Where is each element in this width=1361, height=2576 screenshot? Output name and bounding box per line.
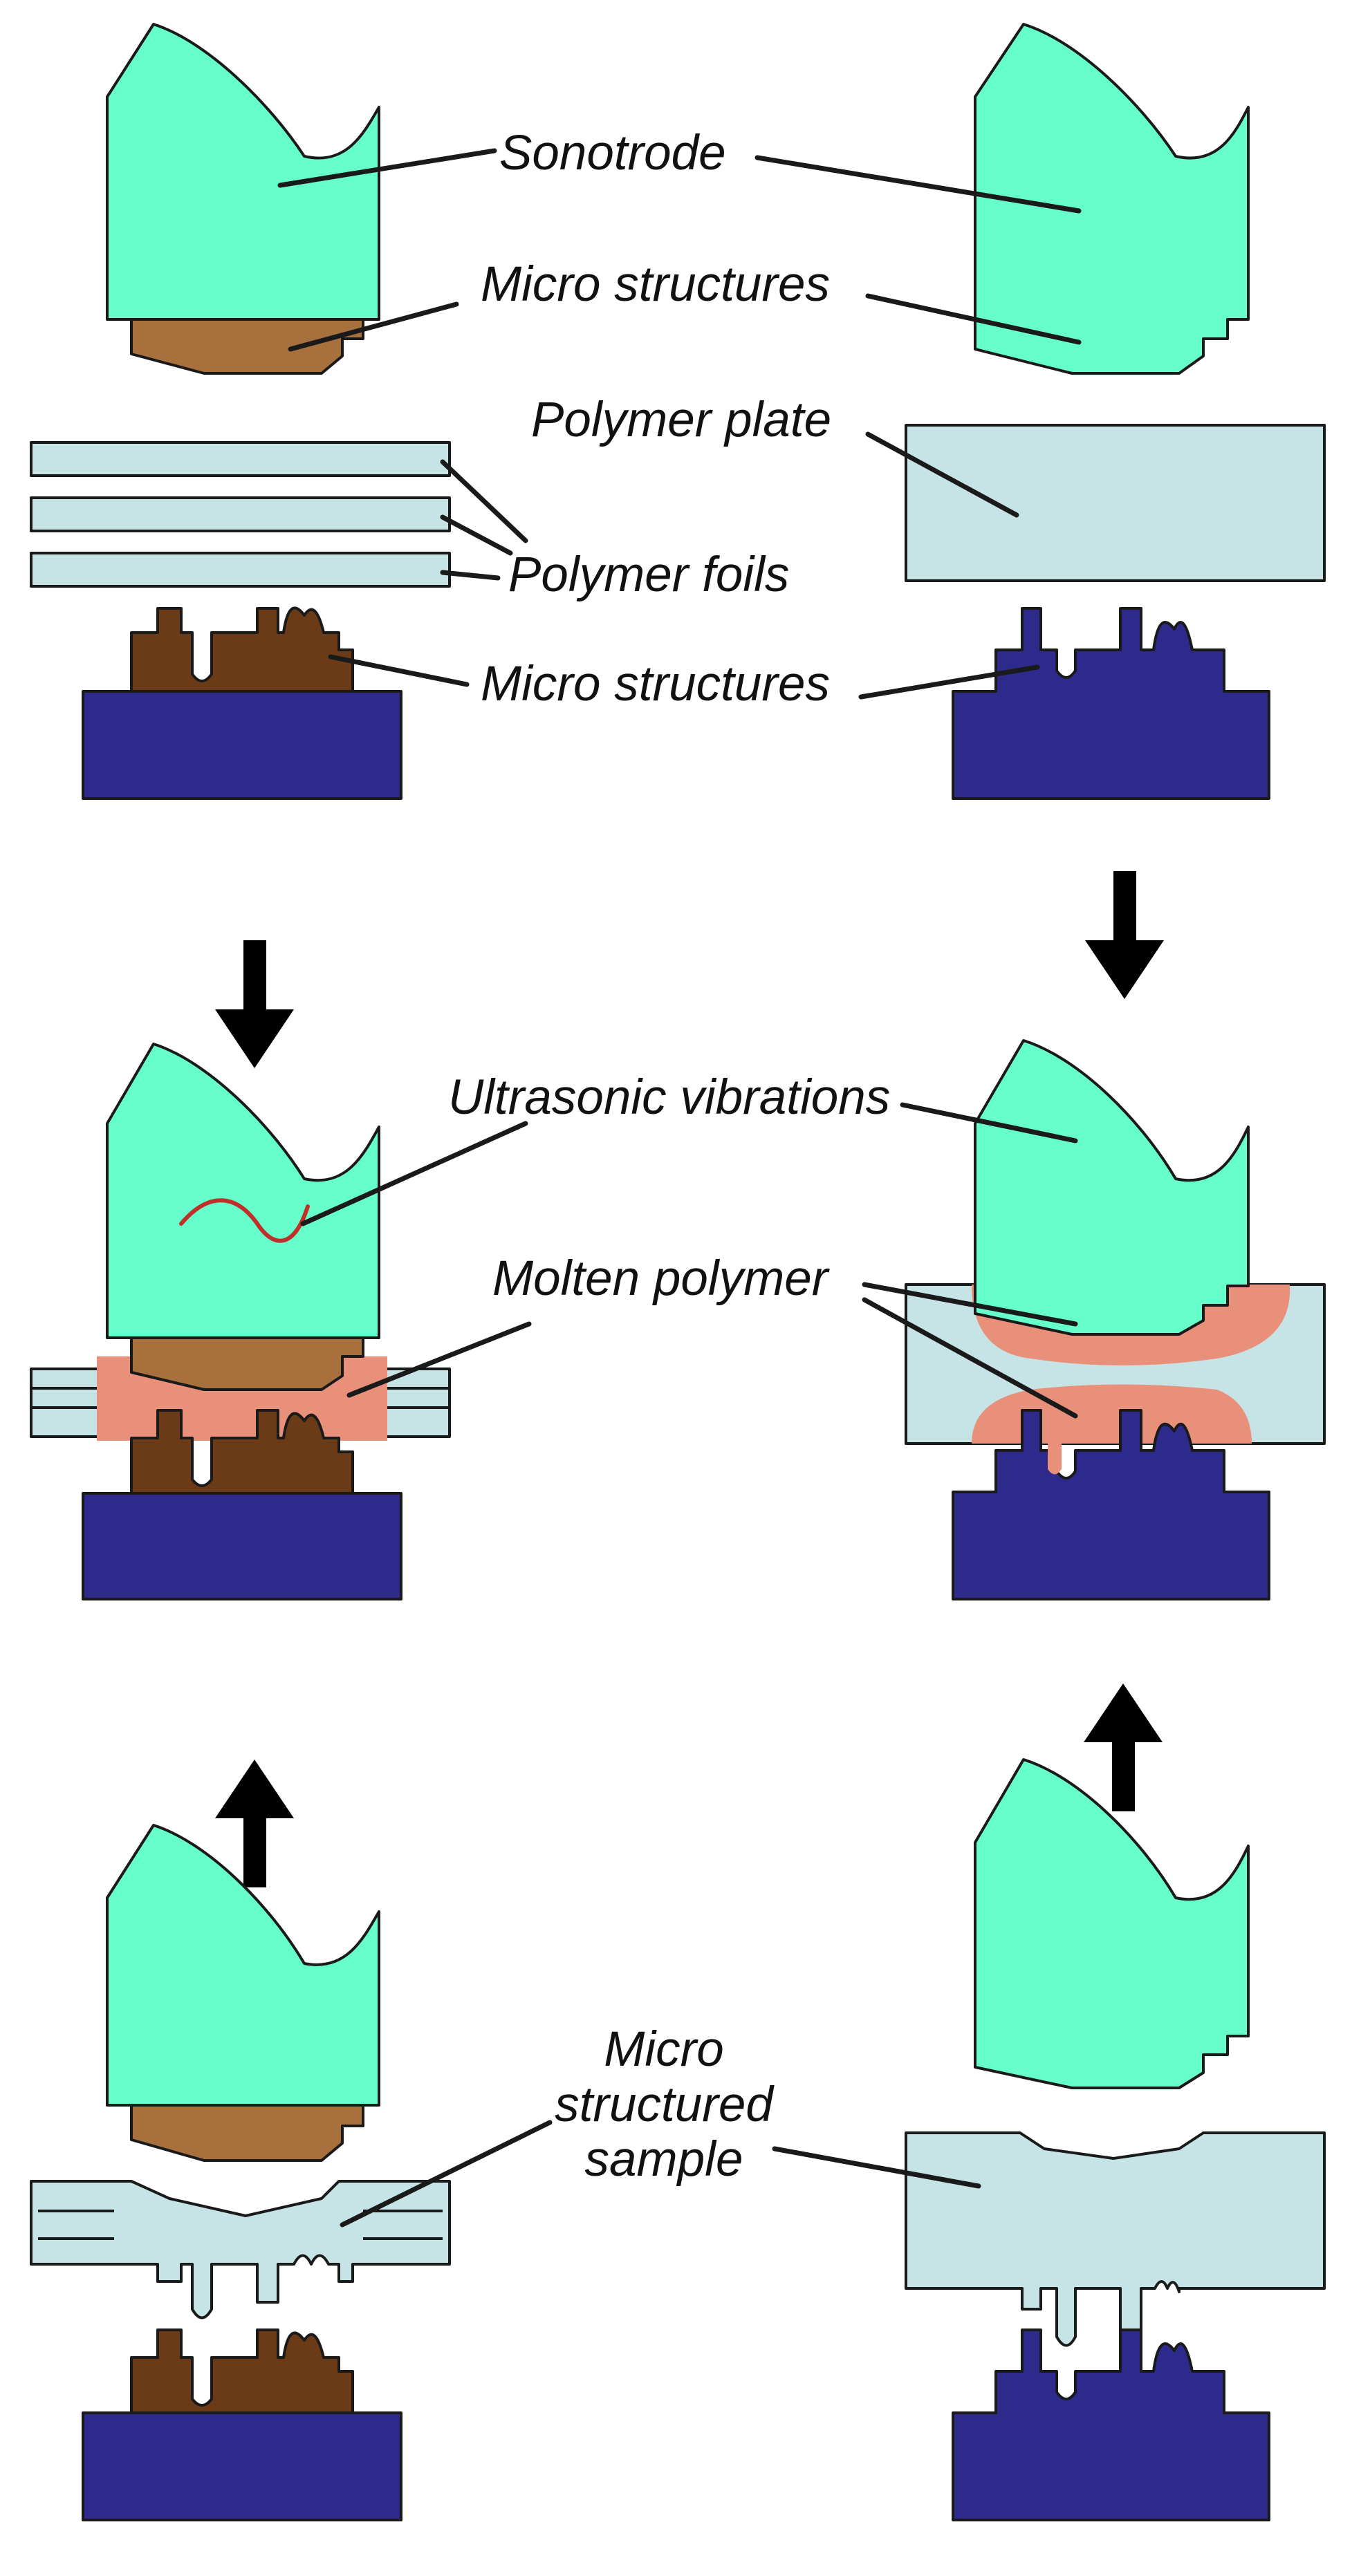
micro-structure-insert-top [130,1336,364,1391]
leader-sample-left [340,2120,553,2228]
leader-micro-structures-bottom-right [858,664,1040,700]
sonotrode [974,1039,1250,1336]
leader-sonotrode-left [277,148,497,188]
leader-micro-structures-top-right [865,293,1082,345]
sonotrode [106,1824,380,2107]
base-plate [82,1492,402,1600]
micro-structure-insert-top [130,2104,364,2162]
row2-right-embossing [905,871,1326,1600]
micro-structure-insert-bottom [130,1409,354,1495]
micro-structured-base [952,607,1270,800]
row3-right-demolding [905,1683,1326,2521]
leader-polymer-foil-1 [440,459,528,543]
leader-micro-structures-top-left [288,301,459,352]
label-sample-line-2: structured [555,2077,773,2132]
label-ultrasonic-vibrations: Ultrasonic vibrations [448,1070,891,1125]
leader-molten-right-upper [862,1282,1078,1327]
sonotrode [106,23,380,321]
micro-structure-insert-bottom [130,2328,354,2414]
label-sample-line-1: Micro [604,2022,724,2077]
leader-micro-structures-bottom-left [328,654,470,687]
molten-polymer-tab [1048,1444,1062,1475]
label-micro-structures-top: Micro structures [481,257,830,312]
leader-sonotrode-right [754,155,1082,214]
leader-sample-right [772,2146,981,2189]
row1-left-setup [30,23,451,800]
arrow-down-icon [1085,871,1164,999]
leader-polymer-plate [865,431,1019,518]
micro-structure-insert-bottom [130,606,354,693]
label-sample-line-3: sample [584,2132,743,2187]
label-sonotrode: Sonotrode [499,126,726,180]
leader-molten-left [346,1321,532,1398]
polymer-foil-1 [30,441,451,477]
micro-structured-sample [905,2131,1326,2347]
base-plate [82,690,402,800]
label-molten-polymer: Molten polymer [492,1251,828,1306]
leader-ultrasonic-left [300,1121,528,1226]
row1-right-setup [905,23,1326,800]
arrow-up-icon [1084,1683,1163,1811]
row3-left-demolding [30,1760,451,2521]
leader-ultrasonic-right [900,1102,1078,1144]
arrow-down-icon [215,940,294,1068]
sonotrode [974,23,1250,375]
leader-polymer-foil-3 [440,570,501,581]
sonotrode [974,1758,1250,2089]
polymer-foil-3 [30,552,451,588]
micro-structured-sample [30,2180,451,2320]
polymer-plate [905,424,1326,582]
base-plate [82,2411,402,2521]
label-micro-structures-bottom: Micro structures [481,657,830,711]
arrow-up-icon [215,1760,294,1887]
leader-molten-right-lower [862,1297,1078,1419]
micro-structured-base [952,2328,1270,2521]
row2-left-embossing [30,940,451,1600]
label-polymer-plate: Polymer plate [531,393,832,447]
sonotrode [106,1043,380,1339]
micro-structure-insert-top [130,318,364,375]
label-micro-structured-sample: Micro structured sample [526,2022,802,2187]
ultrasonic-wave [179,1198,310,1243]
polymer-foil-2 [30,496,451,532]
label-polymer-foils: Polymer foils [508,548,790,602]
leader-lines [277,148,1082,2228]
leader-polymer-foil-2 [440,514,513,556]
